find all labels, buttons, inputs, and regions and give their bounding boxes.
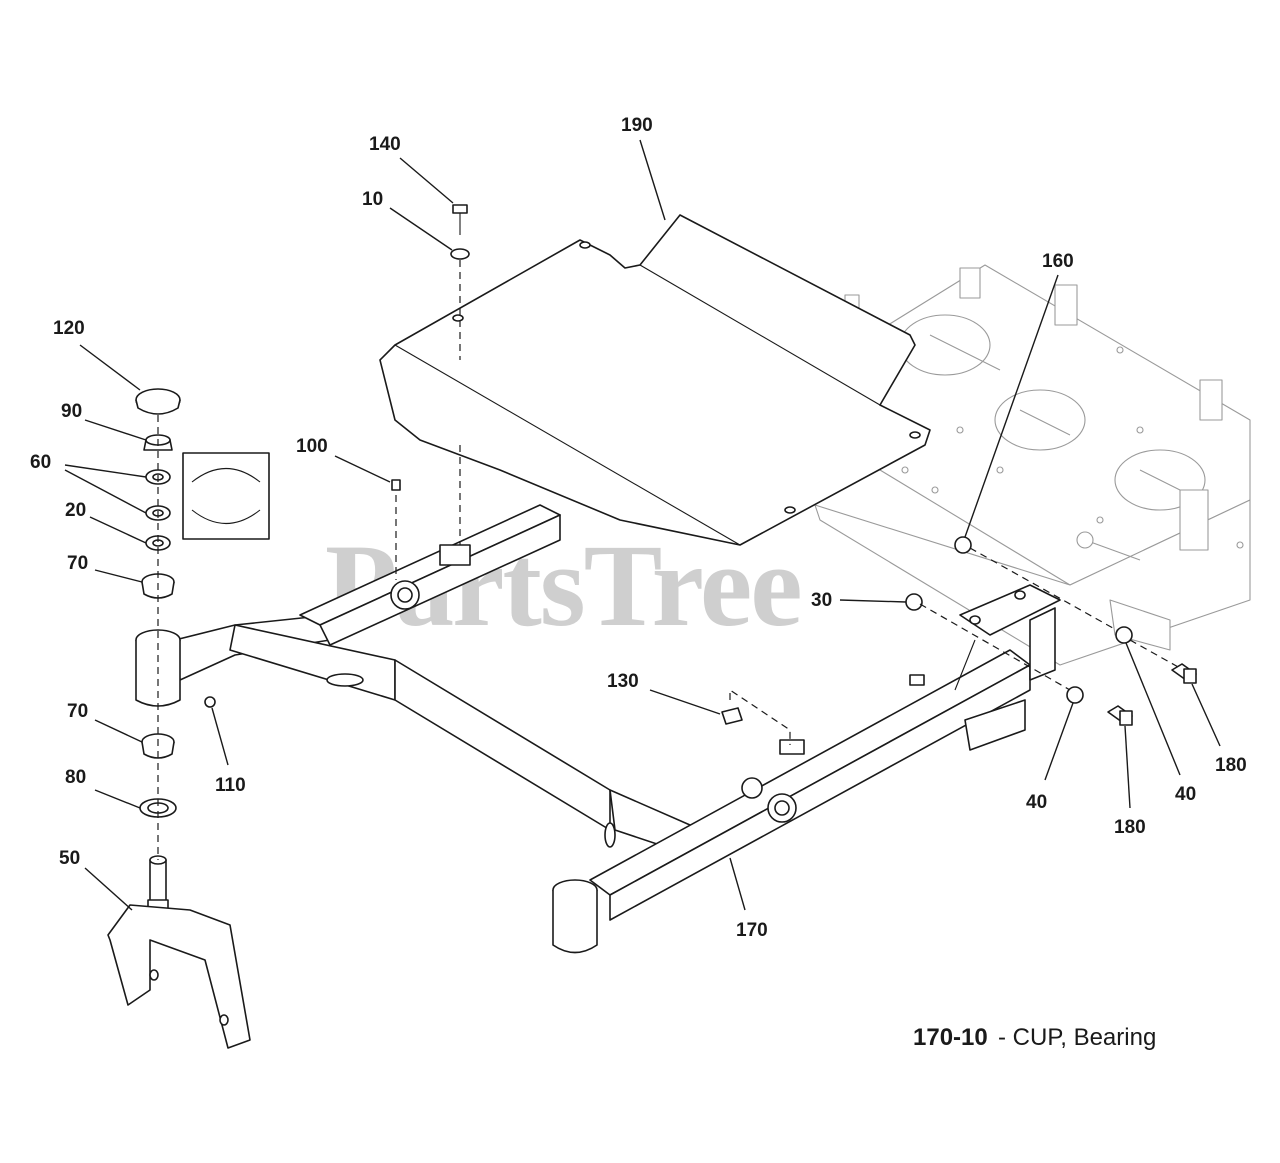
callout-120: 120	[53, 318, 85, 339]
left-spindle-stack	[107, 388, 251, 1049]
callout-10: 10	[362, 189, 383, 210]
frame-170	[174, 504, 1061, 954]
callout-160: 160	[1042, 251, 1074, 272]
callout-130: 130	[607, 671, 639, 692]
bearing-cup-inset	[182, 452, 270, 540]
callout-180-right: 180	[1215, 755, 1247, 776]
callout-70-top: 70	[67, 553, 88, 574]
callout-40-left: 40	[1026, 792, 1047, 813]
callout-180-left: 180	[1114, 817, 1146, 838]
spindle-tube	[135, 629, 181, 707]
callout-40-right: 40	[1175, 784, 1196, 805]
cover-plate-190	[379, 214, 931, 546]
caption-part-code: 170-10	[913, 1024, 988, 1051]
callout-90: 90	[61, 401, 82, 422]
leader-lines	[64, 139, 1221, 911]
callout-170: 170	[736, 920, 768, 941]
callouts: 140 190 10 160 120 90 60 20 70 70 80 50 …	[30, 115, 1247, 941]
callout-20: 20	[65, 500, 86, 521]
part-caption: 170-10 - CUP, Bearing	[913, 1024, 1156, 1051]
hardware	[204, 204, 1197, 745]
callout-190: 190	[621, 115, 653, 136]
callout-70-bottom: 70	[67, 701, 88, 722]
caption-part-description: - CUP, Bearing	[998, 1024, 1156, 1051]
callout-30: 30	[811, 590, 832, 611]
callout-80: 80	[65, 767, 86, 788]
callout-60: 60	[30, 452, 51, 473]
mower-deck-background	[814, 264, 1251, 666]
callout-140: 140	[369, 134, 401, 155]
callout-100: 100	[296, 436, 328, 457]
callout-110: 110	[215, 775, 246, 796]
callout-50: 50	[59, 848, 80, 869]
